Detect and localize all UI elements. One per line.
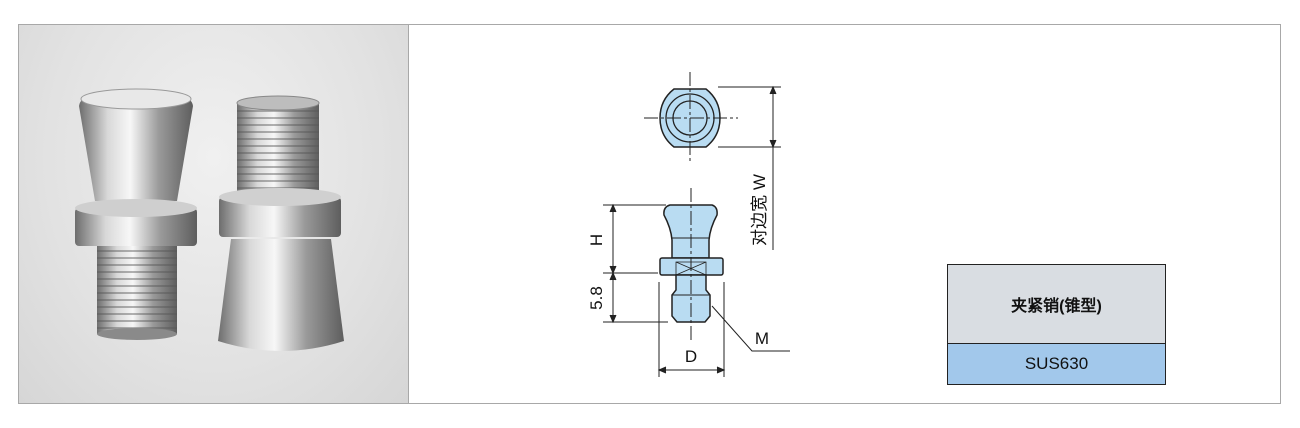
- spec-table: 夹紧销(锥型) SUS630: [947, 264, 1166, 385]
- dimension-d-label: D: [685, 347, 697, 366]
- dimension-5-8-label: 5.8: [587, 286, 606, 310]
- clamp-pin-photo: [75, 88, 344, 351]
- dimension-m-label: M: [755, 329, 769, 348]
- part-name: 夹紧销(锥型): [948, 265, 1165, 344]
- part-material: SUS630: [948, 344, 1165, 384]
- dimension-h-label: H: [587, 234, 606, 246]
- product-photo: [18, 24, 409, 404]
- dimension-w-label: 对边宽 W: [750, 174, 769, 246]
